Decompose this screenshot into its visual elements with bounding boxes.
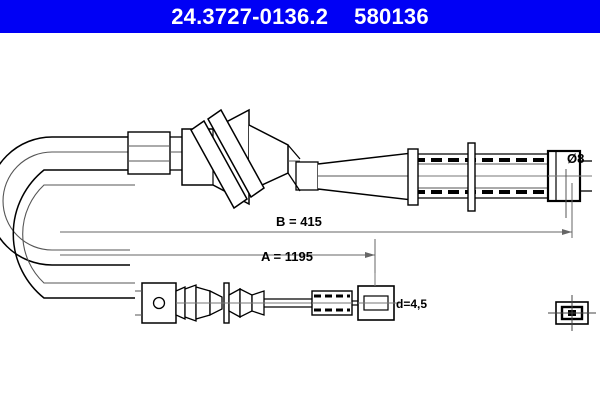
taper-sleeve [288,152,413,201]
clevis-eye [135,282,177,324]
cable-drawing-svg [0,108,596,331]
dimension-line-a [60,239,376,295]
ferrule-collar [127,131,171,175]
dimension-label-a: A = 1195 [261,249,313,264]
part-number-label: 24.3727-0136.2 [171,3,329,29]
upper-cable-run-2 [287,144,301,192]
threaded-rod [412,153,552,199]
nipple-detail-symbol [548,295,596,331]
dimension-label-diameter-end: Ø8 [567,151,585,166]
header-bar: 24.3727-0136.2 580136 [0,0,600,33]
barrel-nipple [357,273,400,321]
washer-disc [467,142,476,212]
end-nut [546,149,592,203]
cable-u-bend-lower [12,169,135,299]
dimension-label-b: B = 415 [276,214,322,229]
reference-number-label: 580136 [354,3,429,29]
dimension-label-d: d=4,5 [396,297,428,311]
bracket-clip [190,108,265,210]
technical-drawing-area: B = 415 A = 1195 d=4,5 Ø8 [0,33,600,400]
rod-collar [407,148,419,206]
lower-threaded-sleeve [311,290,360,316]
dimension-line-b [60,183,573,238]
inner-wire [264,298,312,308]
spring-boot [175,282,265,324]
